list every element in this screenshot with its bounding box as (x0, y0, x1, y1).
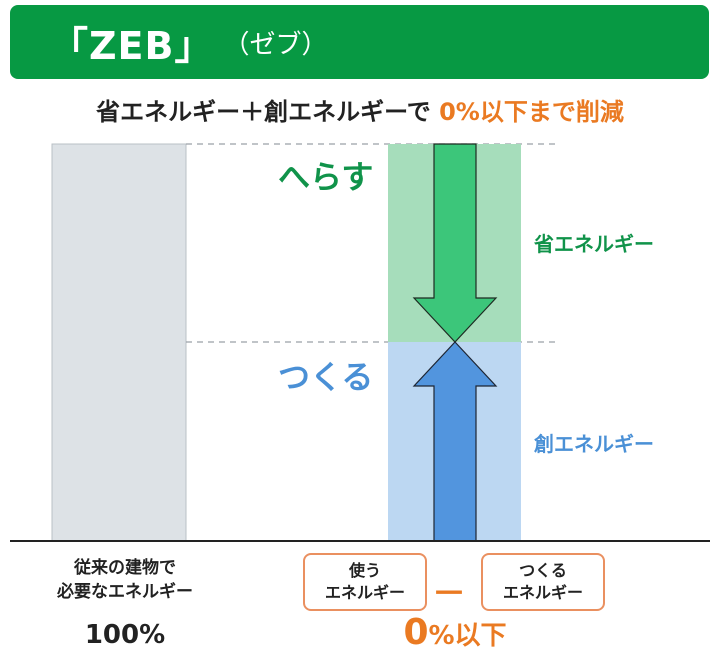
reduce-down-arrow (412, 143, 498, 343)
energy-saving-label: 省エネルギー (534, 232, 654, 256)
page-title: 「ZEB」 (50, 23, 214, 68)
conventional-building-bar (51, 143, 187, 542)
used-energy-box: 使う エネルギー (303, 553, 427, 611)
reduce-label: へらす (278, 158, 374, 196)
conventional-caption: 従来の建物で 必要なエネルギー (30, 556, 220, 604)
created-energy-box: つくる エネルギー (481, 553, 605, 611)
minus-sign: － (432, 574, 466, 614)
used-energy-line2: エネルギー (324, 583, 405, 602)
headline-accent: 0%以下まで削減 (439, 98, 624, 126)
zeb-percentage: 0%以下 (380, 612, 530, 653)
energy-creation-label: 創エネルギー (534, 432, 654, 456)
zeb-percentage-suffix: %以下 (428, 621, 507, 651)
conventional-percentage: 100% (84, 620, 166, 650)
create-label: つくる (278, 358, 374, 396)
created-energy-line2: エネルギー (502, 583, 583, 602)
page-title-reading: （ゼブ） (223, 29, 328, 60)
headline: 省エネルギー＋創エネルギーで 0%以下まで削減 (0, 92, 720, 127)
header-banner: 「ZEB」 （ゼブ） (10, 5, 709, 79)
conventional-caption-line2: 必要なエネルギー (57, 582, 193, 602)
used-energy-line1: 使う (348, 561, 381, 580)
headline-main: 省エネルギー＋創エネルギーで (96, 98, 440, 126)
zeb-percentage-number: 0 (403, 612, 429, 653)
created-energy-line1: つくる (519, 561, 567, 580)
conventional-caption-line1: 従来の建物で (74, 558, 176, 578)
